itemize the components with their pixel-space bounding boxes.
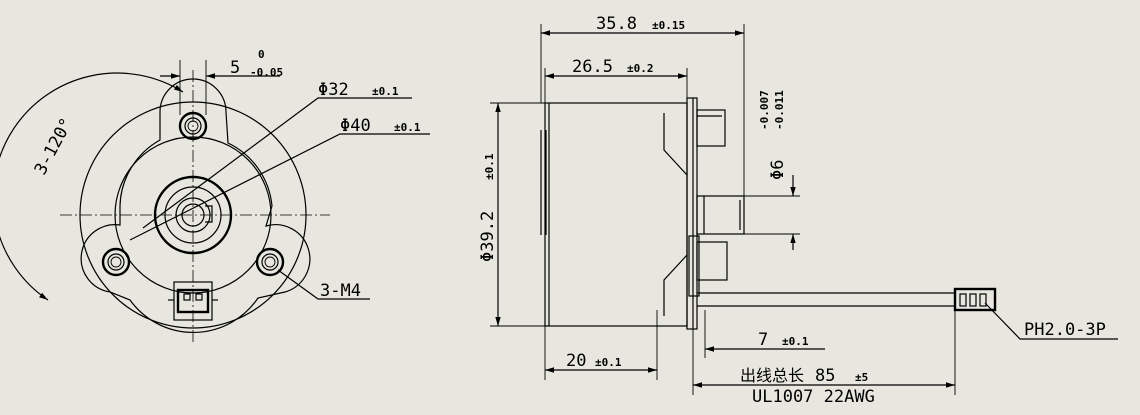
wire-offset-value: 7	[758, 330, 768, 350]
width-tol-lower: -0.05	[250, 66, 283, 79]
body-taper-bottom	[663, 254, 688, 316]
screw-leader	[277, 269, 370, 300]
body-dia-tol: ±0.1	[483, 153, 496, 180]
connector-leader	[984, 302, 1118, 340]
connector-base	[688, 235, 700, 297]
wire-offset-tol: ±0.1	[782, 335, 809, 348]
body-length-tol: ±0.2	[627, 62, 654, 75]
front-view: 3-120° 5 0 -0.05 Φ32 ±0.1 Φ40 ±0.1 3-M4	[0, 48, 430, 345]
shaft-tol-upper: -0.007	[758, 90, 771, 130]
dia-inner-leader	[142, 97, 412, 229]
connector-label: PH2.0-3P	[1024, 320, 1106, 340]
wire-total-label: 出线总长	[740, 366, 804, 385]
body-taper-top	[663, 113, 688, 176]
body-length-value: 26.5	[572, 57, 613, 77]
dia-outer-leader	[129, 133, 430, 241]
dia-inner-tol: ±0.1	[372, 85, 399, 98]
base-length-value: 20	[566, 351, 586, 371]
body-dia-value: Φ39.2	[478, 211, 498, 262]
width-tol-upper: 0	[258, 48, 265, 61]
side-view: 35.8 ±0.15 26.5 ±0.2 Φ39.2 ±0.1 Φ6 -0.00…	[478, 14, 1118, 407]
shaft-flat	[205, 205, 213, 223]
angle-arc	[0, 72, 184, 301]
shaft-dia-value: Φ6	[768, 160, 788, 180]
dia-inner-value: Φ32	[318, 80, 349, 100]
connector-block	[696, 241, 728, 281]
total-length-value: 35.8	[596, 14, 637, 34]
wire-total-value: 85	[815, 366, 835, 386]
end-connector	[953, 287, 997, 312]
dia-outer-value: Φ40	[340, 116, 371, 136]
wire-total-tol: ±5	[855, 371, 868, 384]
output-shaft	[696, 195, 745, 235]
top-boss	[696, 109, 726, 147]
width-value: 5	[230, 58, 240, 78]
angle-label: 3-120°	[31, 115, 77, 179]
dia-outer-tol: ±0.1	[394, 121, 421, 134]
connector-front	[168, 281, 218, 321]
base-length-tol: ±0.1	[595, 356, 622, 369]
screw-hole-right	[255, 247, 285, 277]
total-length-tol: ±0.15	[652, 19, 685, 32]
screw-label: 3-M4	[320, 281, 361, 301]
motor-body	[544, 102, 688, 327]
wire-spec: UL1007 22AWG	[752, 387, 875, 407]
shaft-tol-lower: -0.011	[773, 90, 786, 130]
screw-hole-left	[101, 247, 131, 277]
